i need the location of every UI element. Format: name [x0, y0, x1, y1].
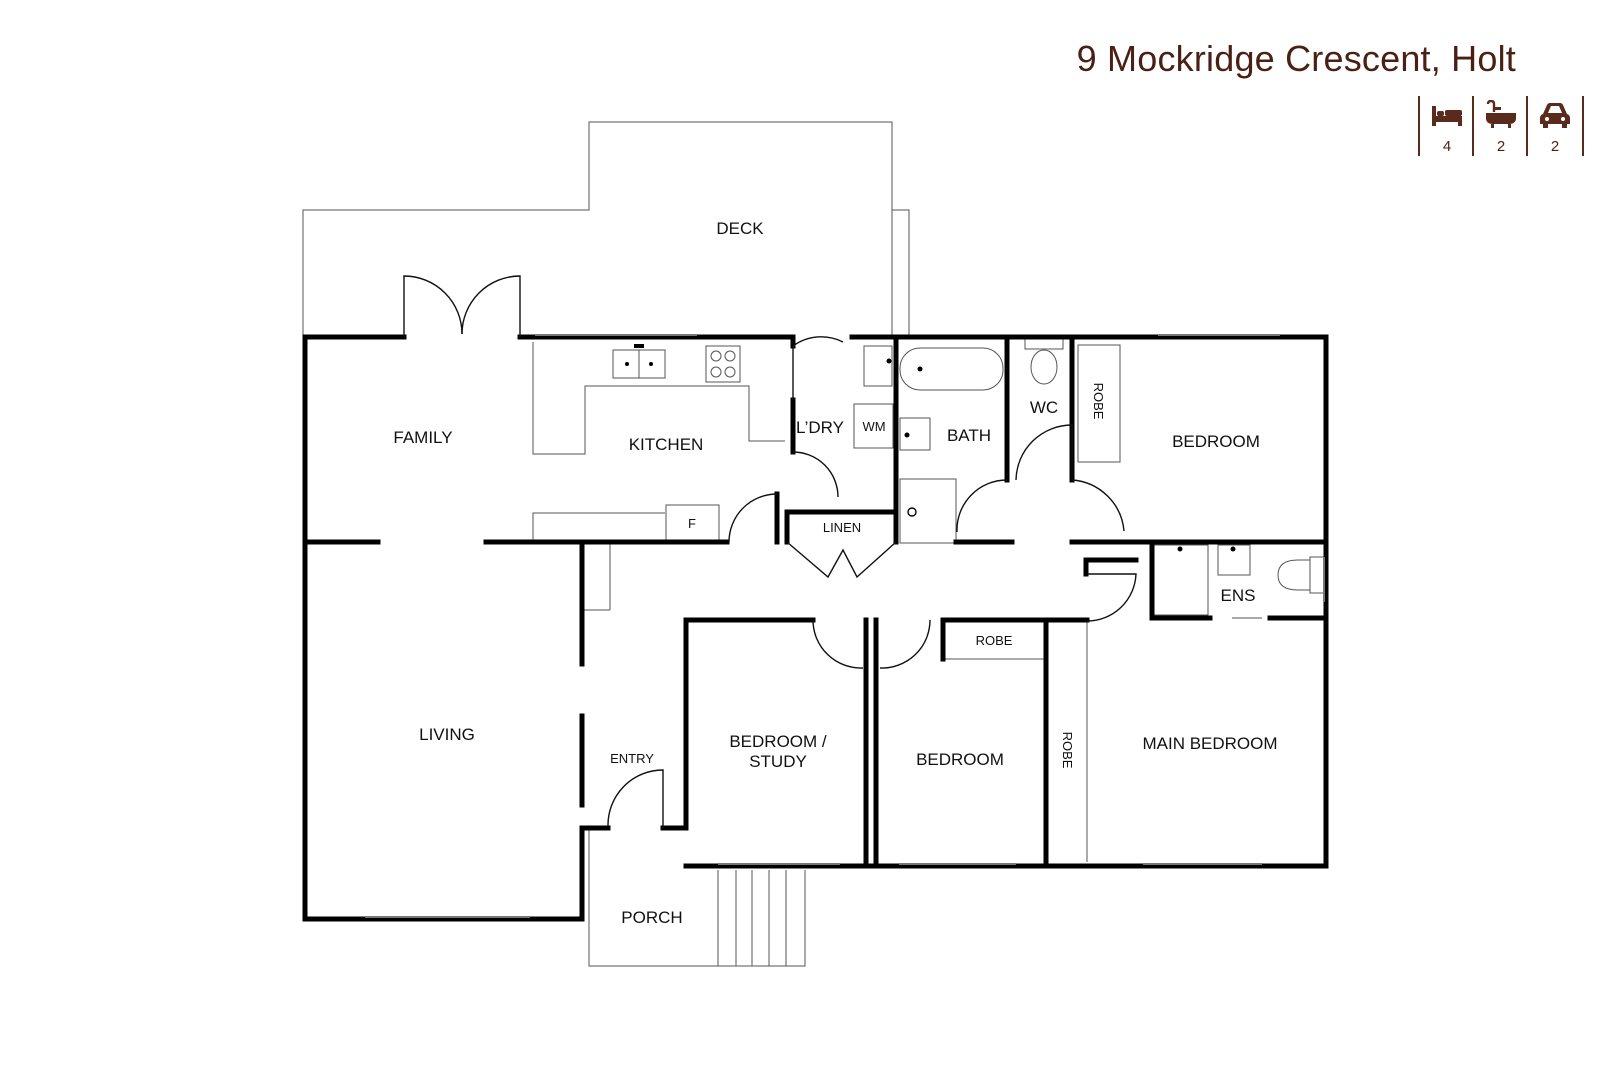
- french-door-right: [461, 275, 521, 337]
- label-laundry: L’DRY: [796, 418, 844, 437]
- bath-icon: [1486, 100, 1516, 128]
- tap: [886, 358, 892, 364]
- entry-door: [607, 769, 664, 828]
- kitchen-bench-lower: [532, 512, 665, 542]
- bath-door: [956, 479, 1008, 533]
- label-porch: PORCH: [621, 908, 682, 927]
- label-robe-mid: ROBE: [976, 633, 1013, 648]
- feature-bathrooms: 2: [1472, 96, 1528, 156]
- label-living: LIVING: [419, 725, 475, 744]
- porch-outline: [588, 830, 806, 967]
- bedroom-mid-door: [879, 619, 931, 669]
- label-bedroom-mid: BEDROOM: [916, 750, 1004, 769]
- ensuite-shower: [1151, 544, 1209, 616]
- carspace-count: 2: [1550, 138, 1560, 155]
- linen-doors: [786, 541, 897, 579]
- bathroom-count: 2: [1496, 138, 1506, 155]
- label-bedroom-top: BEDROOM: [1172, 432, 1260, 451]
- feature-bedrooms: 4: [1418, 96, 1474, 156]
- label-family: FAMILY: [393, 428, 452, 447]
- study-door: [812, 619, 864, 669]
- burner: [710, 366, 722, 378]
- wc-toilet: [1030, 349, 1058, 385]
- burner: [724, 350, 736, 362]
- car-icon: [1540, 103, 1570, 128]
- washing-machine: [853, 403, 894, 449]
- bathtub: [899, 347, 1004, 391]
- ensuite-toilet: [1277, 559, 1311, 591]
- bedroom-door: [1071, 479, 1125, 532]
- cooktop: [705, 345, 741, 383]
- kitchen-door: [728, 493, 778, 543]
- label-wc: WC: [1030, 398, 1058, 417]
- robe-top: [1077, 344, 1121, 463]
- main-bedroom-door: [1086, 573, 1137, 622]
- tap: [625, 362, 629, 366]
- label-ensuite: ENS: [1221, 586, 1256, 605]
- laundry-inner-door: [792, 451, 839, 498]
- bed-icon: [1432, 106, 1462, 126]
- walls: [302, 334, 1329, 922]
- feature-carspaces: 2: [1526, 96, 1584, 156]
- label-robe-side: ROBE: [1060, 732, 1075, 769]
- shower-rose: [907, 507, 917, 517]
- wc-door: [1015, 424, 1073, 481]
- laundry-door: [792, 336, 844, 400]
- bath-vanity: [899, 417, 931, 451]
- label-washing-machine: WM: [862, 419, 885, 434]
- bedroom-count: 4: [1442, 138, 1452, 155]
- tap: [649, 362, 653, 366]
- label-bath: BATH: [947, 426, 991, 445]
- living-wall: [302, 334, 585, 922]
- label-deck: DECK: [716, 219, 764, 238]
- label-bedroom-study-line1: BEDROOM /: [729, 732, 827, 751]
- tap: [904, 432, 910, 438]
- label-entry: ENTRY: [610, 751, 654, 766]
- burner: [710, 350, 722, 362]
- property-features: 4 2 2: [1418, 96, 1584, 156]
- doors: [403, 275, 1137, 828]
- label-kitchen: KITCHEN: [629, 435, 704, 454]
- ensuite-vanity: [1217, 544, 1251, 576]
- french-door-left: [403, 275, 463, 337]
- laundry-tub: [863, 345, 893, 387]
- ensuite-cistern: [1309, 556, 1325, 594]
- tapware: [625, 344, 1236, 552]
- tap: [1230, 546, 1236, 552]
- tap: [917, 366, 923, 372]
- kitchen-bench: [532, 342, 785, 455]
- deck-outline: [302, 121, 910, 337]
- label-robe-top: ROBE: [1091, 383, 1106, 420]
- label-linen: LINEN: [823, 520, 861, 535]
- label-main-bedroom: MAIN BEDROOM: [1142, 734, 1277, 753]
- property-address-title: 9 Mockridge Crescent, Holt: [1076, 38, 1516, 79]
- tap: [634, 344, 644, 348]
- burner: [724, 366, 736, 378]
- shower: [899, 478, 957, 544]
- windows: [365, 334, 1325, 918]
- label-fridge: F: [688, 516, 696, 531]
- label-bedroom-study-line2: STUDY: [749, 752, 807, 771]
- wall: [683, 617, 816, 831]
- tap: [1177, 546, 1183, 552]
